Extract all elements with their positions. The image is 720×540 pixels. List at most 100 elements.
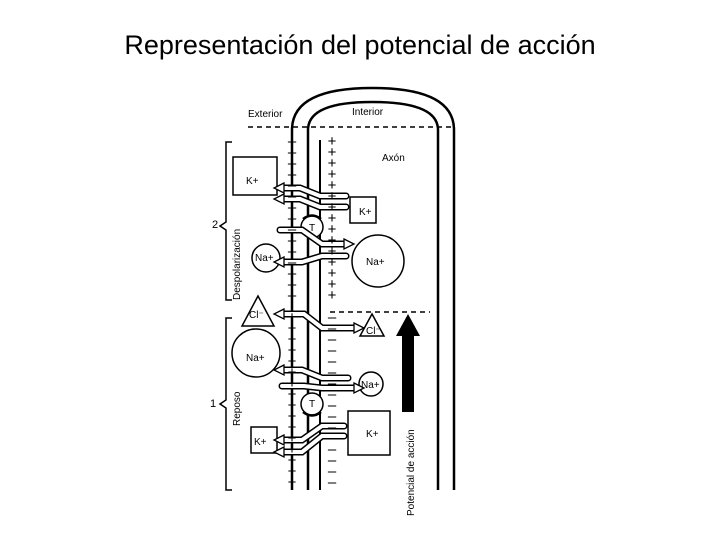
outer-minus-sign: – xyxy=(288,254,297,271)
inner-minus-sign: – xyxy=(328,441,337,458)
inner-minus-sign: – xyxy=(328,309,337,326)
outer-minus-sign: – xyxy=(288,210,297,227)
depolarization-number: 2 xyxy=(212,219,218,231)
rest-brace xyxy=(218,317,232,491)
k-ion-box-interior-top xyxy=(349,196,377,224)
outer-minus-sign: – xyxy=(288,287,297,304)
inner-minus-sign: – xyxy=(328,419,337,436)
k-ion-label-interior-top: K+ xyxy=(359,207,372,218)
transporter-curve-top xyxy=(302,214,322,221)
inner-plus-sign: + xyxy=(328,221,337,238)
inner-plus-sign: + xyxy=(328,287,337,304)
outer-plus-sign: + xyxy=(288,364,297,381)
inner-plus-sign: + xyxy=(328,254,337,271)
cl-ion-label-exterior: Cl⁻ xyxy=(249,310,264,321)
inner-plus-sign: + xyxy=(328,265,337,282)
outer-minus-sign: – xyxy=(288,177,297,194)
na-ion-circle-interior-bottom xyxy=(358,371,384,397)
k-ion-box-interior-bottom xyxy=(347,410,391,456)
k-ion-label-exterior-bottom: K+ xyxy=(254,437,267,448)
inner-plus-sign: + xyxy=(328,210,337,227)
inner-minus-sign: – xyxy=(328,342,337,359)
outer-plus-sign: + xyxy=(288,386,297,403)
inner-plus-sign: + xyxy=(328,144,337,161)
inner-minus-sign: – xyxy=(328,375,337,392)
outer-plus-sign: + xyxy=(288,408,297,425)
inner-plus-sign: + xyxy=(328,166,337,183)
k-ion-label-interior-bottom: K+ xyxy=(366,429,379,440)
rest-label: Reposo xyxy=(232,391,243,426)
transporter-curve-bottom xyxy=(302,410,322,417)
action-potential-arrow-head xyxy=(396,314,420,336)
inner-plus-sign: + xyxy=(328,199,337,216)
inner-plus-sign: + xyxy=(328,232,337,249)
na-ion-circle-exterior-top xyxy=(251,243,281,273)
slide-title: Representación del potencial de acción xyxy=(124,30,596,60)
outer-minus-sign: – xyxy=(288,155,297,172)
inner-plus-sign: + xyxy=(328,177,337,194)
depolarization-label: Despolarización xyxy=(232,229,243,300)
na-ion-label-interior-top: Na+ xyxy=(366,257,385,268)
outer-minus-sign: – xyxy=(288,276,297,293)
outer-plus-sign: + xyxy=(288,309,297,326)
outer-plus-sign: + xyxy=(288,419,297,436)
outer-minus-sign: – xyxy=(288,243,297,260)
outer-plus-sign: + xyxy=(288,331,297,348)
inner-plus-sign: + xyxy=(328,155,337,172)
k-ion-box-exterior-top xyxy=(232,156,278,196)
outer-plus-sign: + xyxy=(288,452,297,469)
exterior-label: Exterior xyxy=(248,109,283,120)
outer-minus-sign: – xyxy=(288,265,297,282)
na-ion-label-exterior-top: Na+ xyxy=(255,253,274,264)
inner-minus-sign: – xyxy=(328,320,337,337)
outer-plus-sign: + xyxy=(288,463,297,480)
cl-ion-label-interior: Cl⁻ xyxy=(366,326,381,337)
cl-ion-triangle-interior xyxy=(358,312,386,337)
inner-minus-sign: – xyxy=(328,364,337,381)
inner-plus-sign: + xyxy=(328,188,337,205)
outer-minus-sign: – xyxy=(288,232,297,249)
transporter-label-top: T xyxy=(309,223,315,234)
inner-minus-sign: – xyxy=(328,331,337,348)
inner-minus-sign: – xyxy=(328,397,337,414)
inner-minus-sign: – xyxy=(328,386,337,403)
ion-flux-arrows-inner xyxy=(278,186,358,454)
outer-minus-sign: – xyxy=(288,221,297,238)
outer-minus-sign: – xyxy=(288,188,297,205)
axon-outer-wall xyxy=(290,86,456,490)
inner-minus-sign: – xyxy=(328,353,337,370)
inner-minus-sign: – xyxy=(328,430,337,447)
interior-label: Interior xyxy=(352,107,384,118)
axon-label: Axón xyxy=(382,153,405,164)
outer-plus-sign: + xyxy=(288,474,297,491)
outer-minus-sign: – xyxy=(288,199,297,216)
rest-number: 1 xyxy=(210,398,216,410)
outer-plus-sign: + xyxy=(288,375,297,392)
na-ion-label-exterior-bottom: Na+ xyxy=(246,353,265,364)
na-ion-circle-interior-top xyxy=(351,234,405,288)
transporter-label-bottom: T xyxy=(309,399,315,410)
action-potential-arrow-shaft xyxy=(402,334,414,412)
na-ion-label-interior-bottom: Na+ xyxy=(361,380,380,391)
inner-plus-sign: + xyxy=(328,243,337,260)
na-ion-circle-exterior-bottom xyxy=(231,328,281,378)
inner-plus-sign: + xyxy=(328,133,337,150)
axon-inner-wall xyxy=(306,100,440,490)
inner-minus-sign: – xyxy=(328,474,337,491)
outer-plus-sign: + xyxy=(288,342,297,359)
outer-minus-sign: – xyxy=(288,166,297,183)
inner-plus-sign: + xyxy=(328,276,337,293)
cl-ion-triangle-exterior xyxy=(240,294,276,327)
inner-minus-sign: – xyxy=(328,408,337,425)
ion-flux-arrowheads xyxy=(272,181,366,459)
depolarization-brace xyxy=(218,141,232,301)
k-ion-label-exterior-top: K+ xyxy=(246,176,259,187)
outer-plus-sign: + xyxy=(288,353,297,370)
outer-minus-sign: – xyxy=(288,133,297,150)
outer-plus-sign: + xyxy=(288,430,297,447)
inner-minus-sign: – xyxy=(328,463,337,480)
outer-plus-sign: + xyxy=(288,441,297,458)
action-potential-label: Potencial de acción xyxy=(406,429,417,516)
membrane-charge-signs: –+–+–+–+–+–+–+–+–+–+–+–+–+–+–++–+–+–+–+–… xyxy=(288,133,337,491)
